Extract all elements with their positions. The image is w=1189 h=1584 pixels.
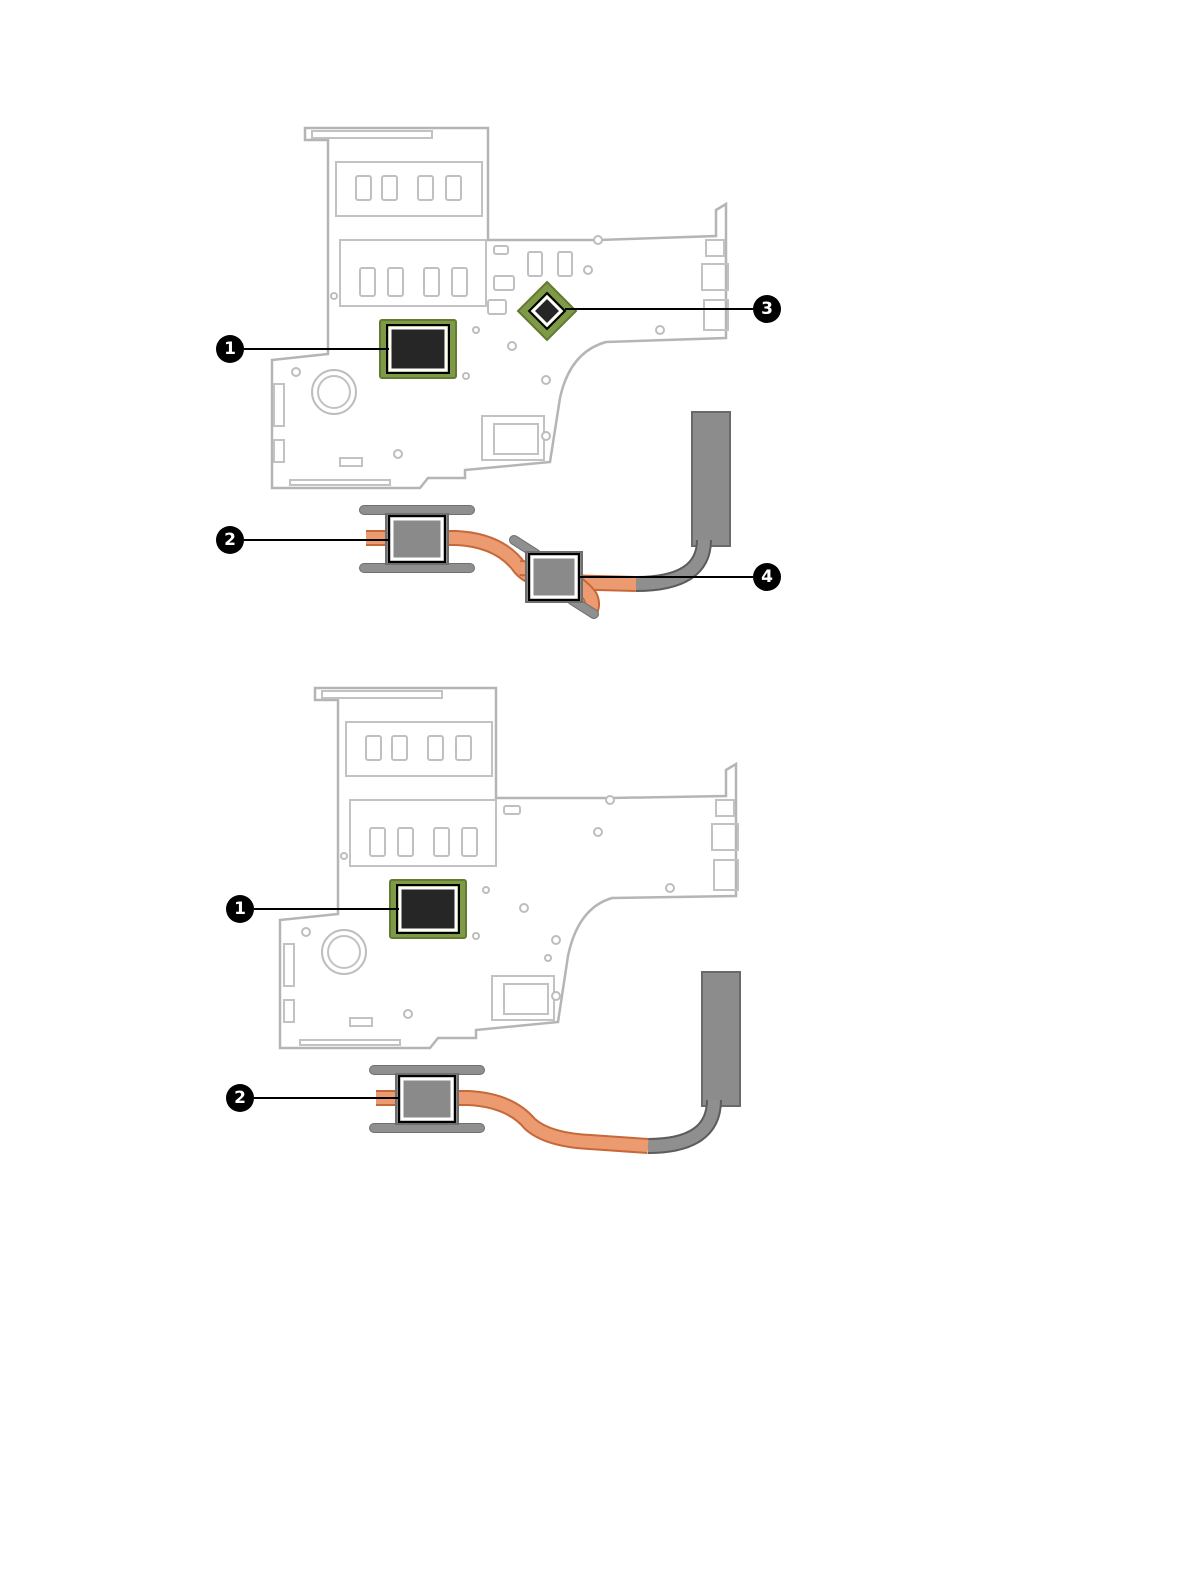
processor-lower bbox=[390, 880, 466, 938]
ram-chip bbox=[370, 828, 385, 856]
screw-hole bbox=[508, 342, 516, 350]
screw-hole bbox=[584, 266, 592, 274]
callout-number: 1 bbox=[224, 339, 236, 359]
lower-figure: 1 2 bbox=[226, 688, 740, 1146]
processor-heat-plate bbox=[396, 1074, 458, 1124]
component bbox=[494, 246, 508, 254]
callout-number: 3 bbox=[761, 299, 773, 319]
screw-hole bbox=[473, 933, 479, 939]
callout-number: 2 bbox=[224, 530, 236, 550]
screw-hole bbox=[341, 853, 347, 859]
ram-chip bbox=[398, 828, 413, 856]
system-board-outline bbox=[280, 688, 736, 1048]
ram-chip bbox=[434, 828, 449, 856]
screw-hole bbox=[594, 828, 602, 836]
ram-chip bbox=[356, 176, 371, 200]
heat-sink-fin bbox=[702, 972, 740, 1106]
screw-hole bbox=[656, 326, 664, 334]
system-board-lower bbox=[280, 688, 738, 1048]
component bbox=[558, 252, 572, 276]
processor-upper bbox=[380, 320, 456, 378]
screw-hole bbox=[606, 796, 614, 804]
screw-hole bbox=[666, 884, 674, 892]
ram-chip bbox=[382, 176, 397, 200]
ram-chip bbox=[428, 736, 443, 760]
processor-heat-plate bbox=[386, 514, 448, 564]
screw-hole bbox=[302, 928, 310, 936]
callout-number: 4 bbox=[761, 567, 773, 587]
component bbox=[494, 276, 514, 290]
ram-chip bbox=[446, 176, 461, 200]
screw-hole bbox=[394, 450, 402, 458]
screw-hole bbox=[594, 236, 602, 244]
component bbox=[504, 806, 520, 814]
screw-hole bbox=[552, 992, 560, 1000]
component bbox=[528, 252, 542, 276]
screw-hole bbox=[404, 1010, 412, 1018]
screw-hole bbox=[331, 293, 337, 299]
ram-chip bbox=[462, 828, 477, 856]
upper-figure: 1 2 3 4 bbox=[216, 128, 781, 614]
ram-chip bbox=[366, 736, 381, 760]
screw-hole bbox=[292, 368, 300, 376]
processor-die bbox=[390, 328, 446, 370]
screw-hole bbox=[463, 373, 469, 379]
heat-sink-fin bbox=[692, 412, 730, 546]
processor-die bbox=[400, 888, 456, 930]
ram-chip bbox=[418, 176, 433, 200]
ram-chip bbox=[424, 268, 439, 296]
screw-hole bbox=[473, 327, 479, 333]
graphics-heat-plate bbox=[526, 552, 582, 602]
screw-hole bbox=[545, 955, 551, 961]
component bbox=[488, 300, 506, 314]
screw-hole bbox=[552, 936, 560, 944]
callout-number: 1 bbox=[234, 899, 246, 919]
ram-chip bbox=[452, 268, 467, 296]
screw-hole bbox=[520, 904, 528, 912]
ram-chip bbox=[388, 268, 403, 296]
ram-chip bbox=[456, 736, 471, 760]
ram-chip bbox=[392, 736, 407, 760]
screw-hole bbox=[542, 376, 550, 384]
screw-hole bbox=[483, 887, 489, 893]
ram-chip bbox=[360, 268, 375, 296]
screw-hole bbox=[542, 432, 550, 440]
callout-number: 2 bbox=[234, 1088, 246, 1108]
